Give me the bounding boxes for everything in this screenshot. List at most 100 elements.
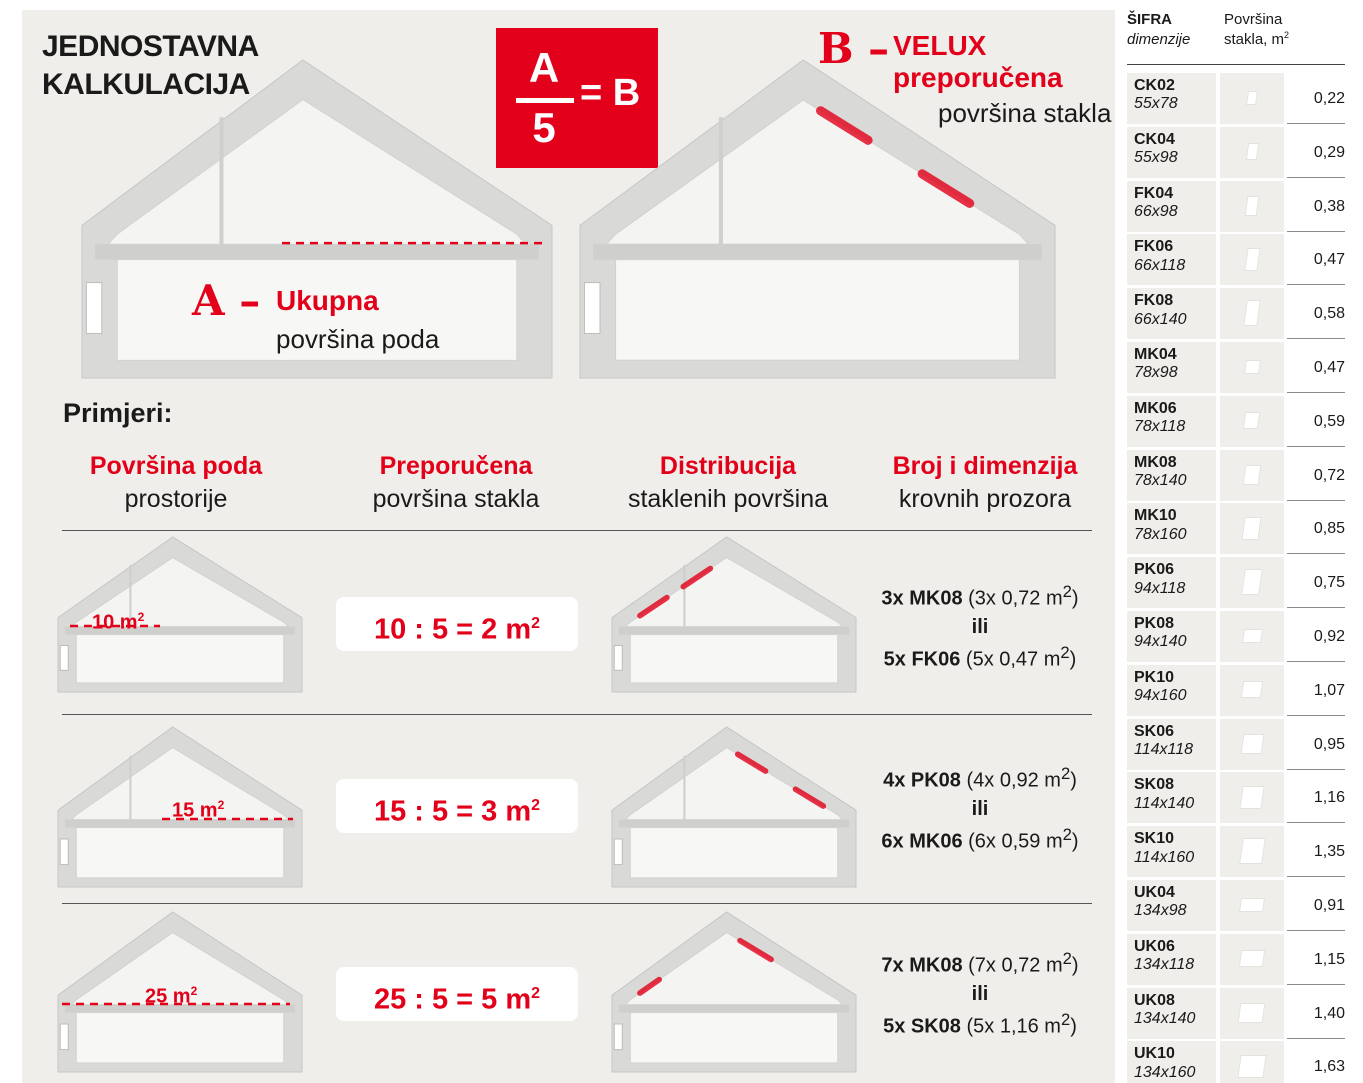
window-code: UK10 [1134,1045,1175,1063]
partition-wall [219,117,224,245]
floor-slab [618,819,850,828]
window-dimensions: 114x118 [1134,740,1194,758]
row-divider [1287,392,1345,393]
row-divider [1287,338,1345,340]
window-options: 7x MK08 (7x 0,72 m2) ili 5x SK08 (5x 1,1… [862,947,1098,1040]
floor-area-label: 10 m2 [92,610,145,634]
glass-area-value: 0,72 [1313,466,1345,484]
window-dimensions: 55x78 [1134,95,1178,113]
glass-area-value: 0,38 [1313,197,1345,215]
wall-window [613,1023,623,1051]
window-code: CK02 [1134,77,1175,94]
window-shape-icon [1220,73,1284,124]
label-a-subtitle: površina poda [276,324,440,354]
column-header-windows: Broj i dimenzija krovnih prozora [892,452,1078,513]
wall-window [59,838,69,866]
wall-window [613,645,623,671]
window-code: UK08 [1134,991,1175,1009]
window-shape-icon [1220,718,1284,770]
attic-interior [107,98,527,245]
roof-window [917,169,975,208]
window-code: PK08 [1134,615,1175,632]
window-shape-icon [1220,826,1284,878]
window-code: MK06 [1134,399,1177,417]
roof-window [680,565,714,590]
glass-area-value: 0,95 [1313,735,1345,753]
window-dimensions: 134x160 [1134,1063,1196,1081]
glass-area-value: 0,58 [1313,305,1345,323]
window-pane-icon [1244,195,1260,216]
window-dimensions: 114x160 [1134,848,1195,866]
window-shape-icon [1220,288,1284,340]
table-header-code: ŠIFRA dimenzije [1127,11,1191,48]
window-code: CK04 [1134,130,1175,148]
window-shape-icon [1220,503,1284,555]
partition-wall [718,117,723,245]
window-dimensions: 94x160 [1134,687,1187,705]
window-dimensions: 66x98 [1134,202,1178,220]
window-code: UK04 [1134,884,1175,901]
window-shape-icon [1220,557,1284,609]
glass-area-value: 0,59 [1313,412,1345,430]
column-header-distribution: Distribucija staklenih površina [627,452,829,513]
window-dimensions: 55x98 [1134,149,1178,167]
glass-area-value: 0,22 [1313,90,1345,107]
label-b-letter: B – [818,24,890,73]
column-header-floor: Površina poda prostorije [89,452,263,513]
label-b-title: VELUX preporučena [893,30,1063,94]
window-shape-icon [1220,180,1284,232]
window-dimensions: 134x140 [1134,1009,1196,1027]
roof-window [637,976,663,996]
window-shape-icon [1220,126,1284,178]
window-pane-icon [1246,91,1258,105]
floor-slab [618,626,850,635]
floor-slab [618,1004,850,1013]
partition-wall [683,755,686,820]
lower-room [629,827,839,879]
window-option: 6x MK06 (6x 0,59 m2) [881,824,1079,853]
window-dimensions: 134x118 [1134,956,1195,974]
page-title: JEDNOSTAVNA KALKULACIJA [42,30,259,101]
lower-room [615,259,1020,361]
window-code: FK08 [1134,292,1174,310]
window-pane-icon [1237,1002,1267,1023]
row-divider [1287,661,1345,662]
window-dimensions: 66x118 [1134,256,1186,274]
row-divider [1287,553,1345,555]
window-pane-icon [1242,464,1262,485]
window-code: MK04 [1134,346,1177,363]
wall-window [85,282,103,334]
window-pane-icon [1243,412,1261,430]
window-shape-icon [1220,772,1284,824]
divider [62,903,1092,904]
roof-window [637,594,670,619]
row-divider [1287,230,1345,232]
row-divider [1287,123,1345,124]
glass-area-value: 1,40 [1313,1004,1345,1022]
glass-area-value: 1,16 [1313,789,1345,807]
row-divider [1287,499,1345,501]
or-label: ili [971,797,989,820]
glass-area-value: 0,91 [1313,897,1345,914]
roof-window [734,751,769,774]
row-divider [1287,176,1345,178]
window-dimensions: 94x118 [1134,579,1186,597]
window-options: 3x MK08 (3x 0,72 m2) ili 5x FK06 (5x 0,4… [862,580,1098,673]
window-dimensions: 114x140 [1134,794,1195,812]
